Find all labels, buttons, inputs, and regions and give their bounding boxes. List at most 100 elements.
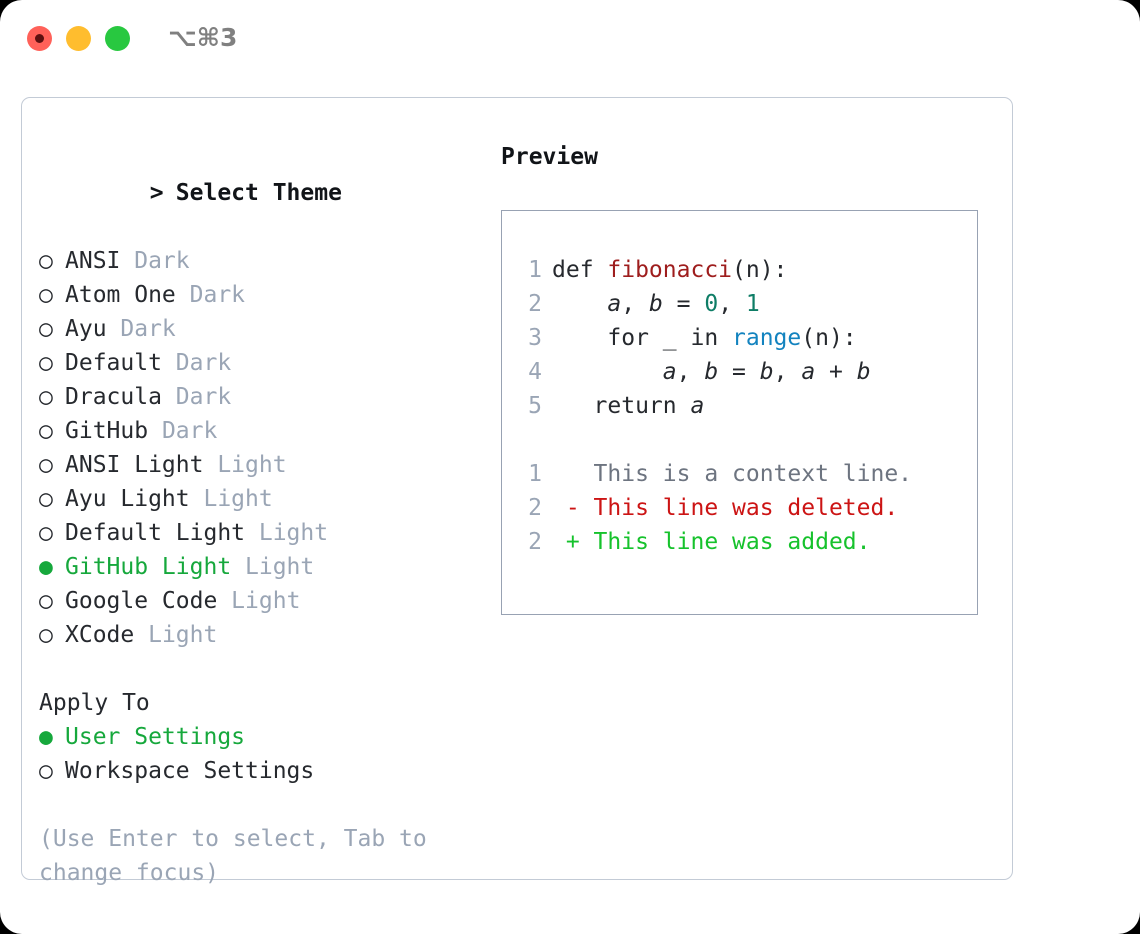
radio-unselected-icon: ○ (39, 758, 53, 784)
diff-line-number: 2 (528, 529, 542, 555)
code-token: = (718, 359, 760, 385)
apply-to-item-label: User Settings (65, 724, 246, 750)
theme-item-label: GitHub (65, 418, 149, 444)
code-token: , (621, 291, 649, 317)
theme-item-variant: Dark (175, 282, 246, 308)
code-line: 2 a, b = 0, 1 (518, 287, 977, 321)
theme-item-label: Default Light (65, 520, 246, 546)
theme-item-label: Dracula (65, 384, 162, 410)
theme-item-label: Default (65, 350, 162, 376)
code-token: (n): (801, 325, 857, 351)
close-window-icon[interactable] (27, 26, 52, 51)
code-token: for _ in (552, 325, 733, 351)
code-token: def (552, 257, 608, 283)
select-theme-header-label: Select Theme (175, 180, 342, 206)
theme-item[interactable]: ○ Default Dark (39, 346, 489, 380)
theme-item[interactable]: ○Ayu Light Light (39, 482, 489, 516)
theme-item-variant: Dark (148, 418, 218, 444)
theme-item[interactable]: ○Google Code Light (39, 584, 489, 618)
apply-to-title-label: Apply To (39, 690, 150, 716)
title-bar: ⌥⌘3 (0, 0, 1140, 78)
radio-unselected-icon: ○ (39, 384, 53, 410)
theme-item-variant: Light (134, 622, 218, 648)
theme-item-variant: Dark (161, 350, 232, 376)
theme-item-label: Ayu (65, 316, 107, 342)
code-token: a (607, 291, 622, 317)
theme-item[interactable]: ○ Ayu Dark (39, 312, 489, 346)
diff-line-text: This is a context line. (552, 461, 913, 487)
code-token: a (801, 359, 816, 385)
radio-selected-icon: ● (39, 554, 53, 580)
theme-item[interactable]: ○ XCode Light (39, 618, 489, 652)
code-line-number: 2 (528, 291, 542, 317)
diff-line-text: - This line was deleted. (552, 495, 899, 521)
radio-unselected-icon: ○ (39, 520, 53, 546)
code-token: 1 (745, 291, 760, 317)
code-token: = (662, 291, 705, 317)
code-token: b (648, 291, 663, 317)
code-line-number: 3 (528, 325, 542, 351)
code-token: fibonacci (607, 257, 733, 283)
diff-sample: 1 This is a context line.2 - This line w… (518, 457, 977, 559)
code-token (552, 359, 663, 385)
code-token: (n): (732, 257, 788, 283)
radio-unselected-icon: ○ (39, 248, 53, 274)
theme-item[interactable]: ○Atom One Dark (39, 278, 489, 312)
radio-unselected-icon: ○ (39, 316, 53, 342)
diff-line-text: + This line was added. (552, 529, 871, 555)
theme-item[interactable]: ○ANSI Light Light (39, 448, 489, 482)
theme-item-variant: Light (231, 554, 315, 580)
preview-title: Preview (501, 144, 598, 170)
code-spacer (518, 423, 977, 457)
code-token: + (815, 359, 857, 385)
theme-item-variant: Light (245, 520, 329, 546)
theme-selection-column: >Select Theme ○ANSI Dark○Atom One Dark○A… (39, 142, 489, 890)
code-line: 5 return a (518, 389, 977, 423)
theme-item-variant: Dark (161, 384, 232, 410)
theme-item-label: XCode (65, 622, 135, 648)
code-token: b (704, 359, 719, 385)
theme-item-label: ANSI (65, 248, 121, 274)
code-token: a (662, 359, 677, 385)
apply-to-item[interactable]: ○ Workspace Settings (39, 754, 489, 788)
code-token: , (676, 359, 705, 385)
theme-item[interactable]: ○ GitHub Dark (39, 414, 489, 448)
code-token: 0 (704, 291, 719, 317)
code-line-number: 5 (528, 393, 542, 419)
radio-selected-icon: ● (39, 724, 53, 750)
traffic-lights (27, 26, 130, 51)
radio-unselected-icon: ○ (39, 588, 53, 614)
theme-item[interactable]: ○ Default Light Light (39, 516, 489, 550)
radio-unselected-icon: ○ (39, 350, 53, 376)
apply-to-title: Apply To (39, 686, 489, 720)
keyboard-shortcut-label: ⌥⌘3 (168, 23, 238, 52)
maximize-window-icon[interactable] (105, 26, 130, 51)
radio-unselected-icon: ○ (39, 452, 53, 478)
code-token: , (718, 291, 746, 317)
theme-item[interactable]: ○ Dracula Dark (39, 380, 489, 414)
theme-item-label: GitHub Light (65, 554, 232, 580)
code-token: range (732, 325, 802, 351)
theme-item-label: ANSI Light (65, 452, 204, 478)
prompt-caret-icon: > (149, 180, 164, 206)
diff-line: 2 - This line was deleted. (518, 491, 977, 525)
code-token: b (856, 359, 871, 385)
radio-unselected-icon: ○ (39, 418, 53, 444)
radio-unselected-icon: ○ (39, 622, 53, 648)
theme-item[interactable]: ● GitHub Light Light (39, 550, 489, 584)
apply-to-item[interactable]: ● User Settings (39, 720, 489, 754)
theme-item-variant: Dark (106, 316, 176, 342)
theme-item-label: Google Code (65, 588, 218, 614)
theme-item[interactable]: ○ANSI Dark (39, 244, 489, 278)
apply-to-item-label: Workspace Settings (65, 758, 315, 784)
minimize-window-icon[interactable] (66, 26, 91, 51)
diff-line: 1 This is a context line. (518, 457, 977, 491)
code-token (552, 291, 607, 317)
keyboard-hint: (Use Enter to select, Tab to change focu… (39, 826, 427, 886)
diff-line-number: 1 (528, 461, 542, 487)
theme-item-label: Ayu Light (65, 486, 190, 512)
